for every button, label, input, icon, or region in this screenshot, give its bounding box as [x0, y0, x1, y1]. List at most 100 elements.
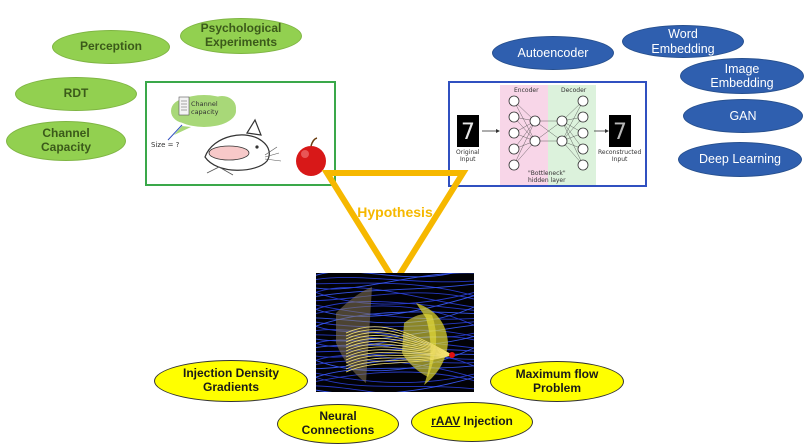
grid-card-icon	[178, 96, 190, 116]
hypothesis-label: Hypothesis	[357, 204, 433, 220]
node-raav-underlined: rAAV	[431, 414, 461, 429]
node-maximum-flow-problem-label: Maximum flow Problem	[515, 366, 599, 395]
network-node	[577, 95, 589, 107]
blue-fiber	[316, 287, 474, 308]
blue-fiber	[316, 376, 474, 390]
cloud-text: Channel capacity	[191, 100, 219, 116]
svg-text:7: 7	[461, 120, 475, 145]
node-rdt: RDT	[15, 77, 137, 111]
node-autoencoder-label: Autoencoder	[517, 45, 589, 60]
blue-fiber	[316, 329, 474, 339]
input-digit-image	[457, 115, 479, 147]
yellow-fiber	[345, 354, 453, 370]
network-node	[556, 115, 568, 127]
yellow-fiber	[345, 354, 453, 367]
injection-point	[449, 352, 455, 358]
yellow-fiber	[345, 340, 453, 356]
yellow-fiber	[345, 335, 453, 356]
node-deep-learning: Deep Learning	[678, 142, 802, 177]
node-raav-injection-label: Injection	[460, 414, 513, 429]
blue-fiber	[316, 301, 474, 311]
node-channel-capacity: Channel Capacity	[6, 121, 126, 161]
node-neural-connections-label: Neural Connections	[301, 409, 375, 437]
node-maximum-flow-problem: Maximum flow Problem	[490, 361, 624, 402]
network-nodes	[508, 95, 589, 171]
node-perception-label: Perception	[79, 39, 142, 54]
network-node	[508, 111, 520, 123]
mouse-apple-illustration	[167, 95, 326, 176]
blue-fiber	[316, 283, 474, 297]
yellow-fibers	[345, 326, 453, 373]
node-word-embedding-label: Word Embedding	[651, 27, 715, 56]
node-rdt-label: RDT	[63, 86, 89, 101]
node-gan-label: GAN	[729, 108, 757, 123]
blue-fiber	[316, 365, 474, 378]
yellow-fiber	[345, 346, 453, 356]
node-psychological-experiments: Psychological Experiments	[180, 18, 302, 54]
size-question-text: Size = ?	[151, 141, 180, 149]
original-input-label: Original Input	[456, 149, 480, 163]
node-raav-injection: rAAV Injection	[411, 402, 533, 442]
autoencoder-panel: 7 7 Encoder Decoder Original Input Recon…	[448, 81, 647, 187]
yellow-fiber	[345, 352, 453, 361]
node-perception: Perception	[52, 30, 170, 64]
network-node	[508, 143, 520, 155]
blue-fiber	[316, 295, 474, 317]
network-node	[508, 159, 520, 171]
yellow-fiber	[345, 332, 453, 356]
blue-fiber	[316, 354, 474, 364]
network-node	[577, 111, 589, 123]
hypothesis-triangle-outline	[321, 170, 469, 288]
neural-fiber-image	[316, 273, 474, 392]
yellow-fiber	[345, 354, 453, 373]
yellow-fiber	[345, 337, 453, 356]
blue-fiber	[316, 321, 474, 328]
left-surface	[336, 287, 372, 383]
network-edge	[513, 120, 536, 166]
blue-fiber	[316, 335, 474, 349]
encoder-label: Encoder	[514, 87, 539, 94]
blue-fiber	[316, 305, 474, 326]
node-deep-learning-label: Deep Learning	[698, 152, 781, 167]
blue-fiber	[316, 277, 474, 283]
node-image-embedding: Image Embedding	[680, 58, 804, 94]
network-node	[577, 143, 589, 155]
node-image-embedding-label: Image Embedding	[710, 61, 774, 90]
fiber-tract-rendering	[316, 273, 474, 392]
network-node	[508, 127, 520, 139]
yellow-fiber	[345, 343, 453, 356]
network-edge	[534, 120, 563, 142]
reconstructed-input-label: Reconstructed Input	[598, 149, 642, 163]
network-edge	[561, 120, 584, 150]
apple-icon	[296, 146, 326, 176]
blue-fiber	[316, 371, 474, 382]
yellow-fiber	[345, 349, 453, 358]
network-node	[577, 159, 589, 171]
decoder-label: Decoder	[561, 87, 587, 94]
network-node	[556, 135, 568, 147]
svg-text:7: 7	[613, 120, 627, 145]
blue-fiber	[316, 311, 474, 327]
blue-fiber	[316, 282, 474, 297]
blue-fiber	[316, 385, 376, 392]
network-edge	[561, 120, 584, 166]
blue-fiber	[316, 273, 455, 278]
network-edge	[561, 100, 584, 142]
bottleneck-label: "Bottleneck" hidden layer	[528, 170, 566, 184]
node-psychological-experiments-label: Psychological Experiments	[200, 21, 282, 49]
node-gan: GAN	[683, 99, 803, 133]
yellow-fiber	[345, 329, 453, 356]
node-autoencoder: Autoencoder	[492, 36, 614, 70]
perception-experiment-panel: Channel capacity Size = ?	[145, 81, 336, 186]
network-edge	[513, 100, 536, 142]
network-node	[529, 115, 541, 127]
node-word-embedding: Word Embedding	[622, 25, 744, 58]
autoencoder-network-diagram: 7 7	[457, 85, 631, 185]
blue-fiber	[316, 376, 474, 392]
network-node	[529, 135, 541, 147]
yellow-fiber	[345, 354, 453, 364]
output-digit-image	[609, 115, 631, 147]
network-edge	[513, 120, 536, 150]
network-node	[577, 127, 589, 139]
node-injection-density-gradients: Injection Density Gradients	[154, 360, 308, 402]
